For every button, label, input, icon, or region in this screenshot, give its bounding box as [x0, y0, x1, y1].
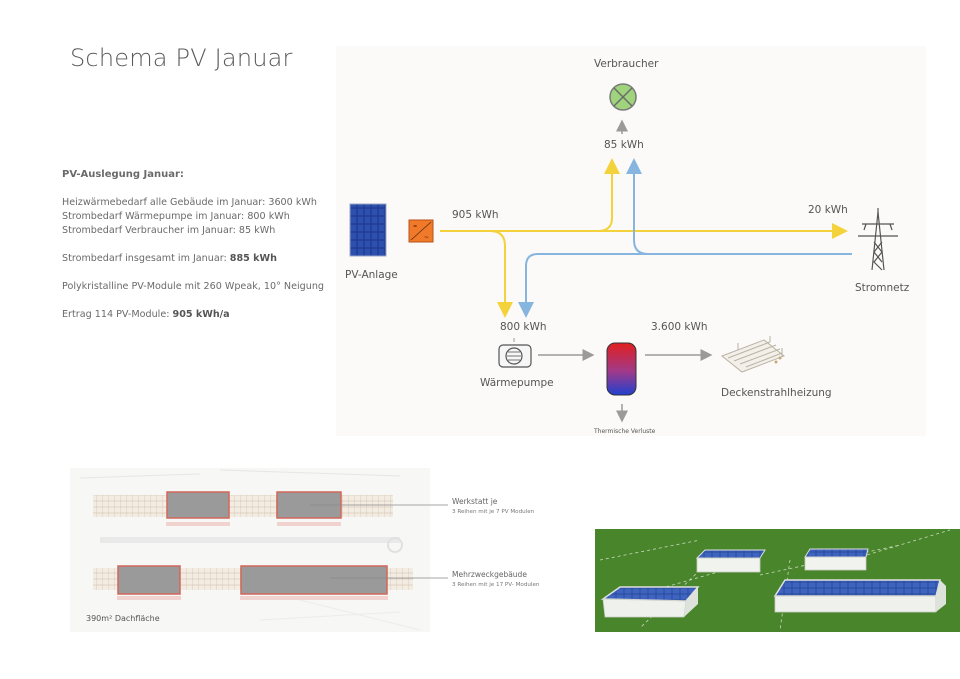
pv-to-heatpump-flow	[489, 230, 513, 318]
info-heading: PV-Auslegung Januar:	[62, 169, 184, 180]
pv-kwh: 905 kWh	[452, 209, 499, 221]
workshop-pv-array-1	[166, 491, 230, 519]
render-building-3	[600, 586, 700, 618]
page-title: Schema PV Januar	[70, 44, 293, 72]
heatpump-label: Wärmepumpe	[480, 377, 554, 389]
info-yield-prefix: Ertrag 114 PV-Module:	[62, 309, 173, 320]
multipurpose-annotation-title: Mehrzweckgebäude	[452, 570, 527, 579]
ceiling-heating-icon	[721, 336, 785, 373]
info-total-prefix: Strombedarf insgesamt im Januar:	[62, 253, 230, 264]
info-yield: Ertrag 114 PV-Module: 905 kWh/a	[62, 308, 332, 322]
power-pylon-icon	[858, 208, 898, 271]
grid-label: Stromnetz	[855, 282, 910, 294]
info-heatpump-demand: Strombedarf Wärmepumpe im Januar: 800 kW…	[62, 211, 290, 222]
multipurpose-pv-array-1	[117, 565, 181, 595]
svg-text:~: ~	[424, 234, 429, 241]
render-building-4	[773, 579, 946, 613]
roof-plan	[70, 468, 448, 632]
consumer-label: Verbraucher	[594, 58, 659, 70]
storage-tank-icon	[606, 342, 637, 396]
3d-render	[595, 529, 960, 632]
workshop-roof	[93, 495, 393, 517]
consumer-lamp-icon	[609, 83, 637, 111]
grid-kwh: 20 kWh	[808, 204, 848, 216]
heatpump-icon	[498, 344, 532, 368]
consumer-kwh: 85 kWh	[604, 139, 644, 151]
inverter-icon: = ~	[408, 219, 434, 243]
pv-panel-icon	[349, 203, 387, 257]
storage-kwh: 3.600 kWh	[651, 321, 708, 333]
workshop-annotation-sub: 3 Reihen mit je 7 PV Modulen	[452, 509, 535, 515]
roof-area-label: 390m² Dachfläche	[86, 614, 160, 623]
pv-to-consumer-flow	[597, 158, 620, 232]
render-building-1	[695, 549, 766, 573]
info-consumer-demand: Strombedarf Verbraucher im Januar: 85 kW…	[62, 225, 276, 236]
grid-to-heatpump-flow	[518, 253, 650, 318]
pv-label: PV-Anlage	[345, 269, 398, 281]
heatpump-kwh: 800 kWh	[500, 321, 547, 333]
render-building-2	[804, 548, 869, 571]
multipurpose-annotation-sub: 3 Reihen mit je 17 PV- Modulen	[452, 582, 540, 588]
workshop-annotation-title: Werkstatt je	[452, 497, 498, 506]
info-modules: Polykristalline PV-Module mit 260 Wpeak,…	[62, 281, 325, 292]
pv-design-info: PV-Auslegung Januar: Heizwärmebedarf all…	[62, 168, 332, 322]
info-total-demand: Strombedarf insgesamt im Januar: 885 kWh	[62, 252, 332, 266]
ceiling-heating-label: Deckenstrahlheizung	[721, 387, 832, 399]
info-total-value: 885 kWh	[229, 253, 277, 264]
svg-text:=: =	[413, 224, 417, 230]
thermal-losses-label: Thermische Verluste	[594, 428, 656, 435]
info-yield-value: 905 kWh/a	[172, 309, 230, 320]
info-heat-demand: Heizwärmebedarf alle Gebäude im Januar: …	[62, 197, 317, 208]
multipurpose-pv-array-2	[240, 565, 388, 595]
